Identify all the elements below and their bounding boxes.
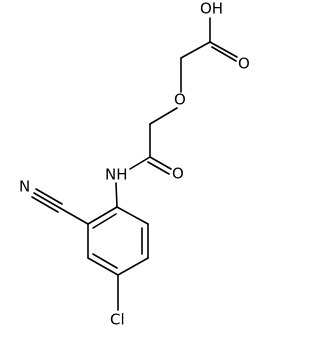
bond-cooh-c-o-double-b bbox=[211, 46, 237, 62]
bond-amide-c-o-double-a bbox=[149, 156, 172, 170]
atom-nitrile-n-label: N bbox=[19, 178, 30, 196]
bond-ch2-cooh bbox=[180, 41, 211, 59]
atom-chlorine-label: Cl bbox=[110, 311, 125, 329]
atom-nh-label: NH bbox=[105, 166, 128, 184]
bond-ether-o-ch2 bbox=[149, 107, 178, 125]
atom-ether-o-label: O bbox=[174, 91, 186, 109]
bond-cooh-c-o-double-a bbox=[209, 41, 238, 58]
bond-ring-c2-c1 bbox=[87, 206, 118, 225]
bond-amide-c-o-double-b bbox=[147, 161, 170, 175]
bond-nitrile-triple-b bbox=[31, 196, 59, 213]
atom-oh-label: OH bbox=[200, 0, 223, 18]
bond-ring-c4-c3 bbox=[87, 257, 119, 276]
bond-ring-c2-c1-inner bbox=[92, 213, 117, 229]
bond-amide-c-nh bbox=[129, 156, 151, 170]
bond-ring-c5-c4 bbox=[117, 257, 149, 276]
bond-ring-nitrile-c bbox=[59, 207, 89, 225]
bond-nitrile-triple-c bbox=[35, 188, 63, 205]
bond-nitrile-triple-a bbox=[33, 192, 61, 209]
bond-ring-c1-c6 bbox=[116, 206, 149, 225]
chemical-structure: OH O O O NH N Cl bbox=[19, 0, 250, 329]
bond-nh-ring bbox=[115, 182, 118, 208]
atom-carbonyl-o-acid-label: O bbox=[238, 55, 250, 73]
atom-carbonyl-o-amide-label: O bbox=[172, 165, 184, 183]
bond-ring-c4-c3-inner bbox=[92, 253, 118, 269]
